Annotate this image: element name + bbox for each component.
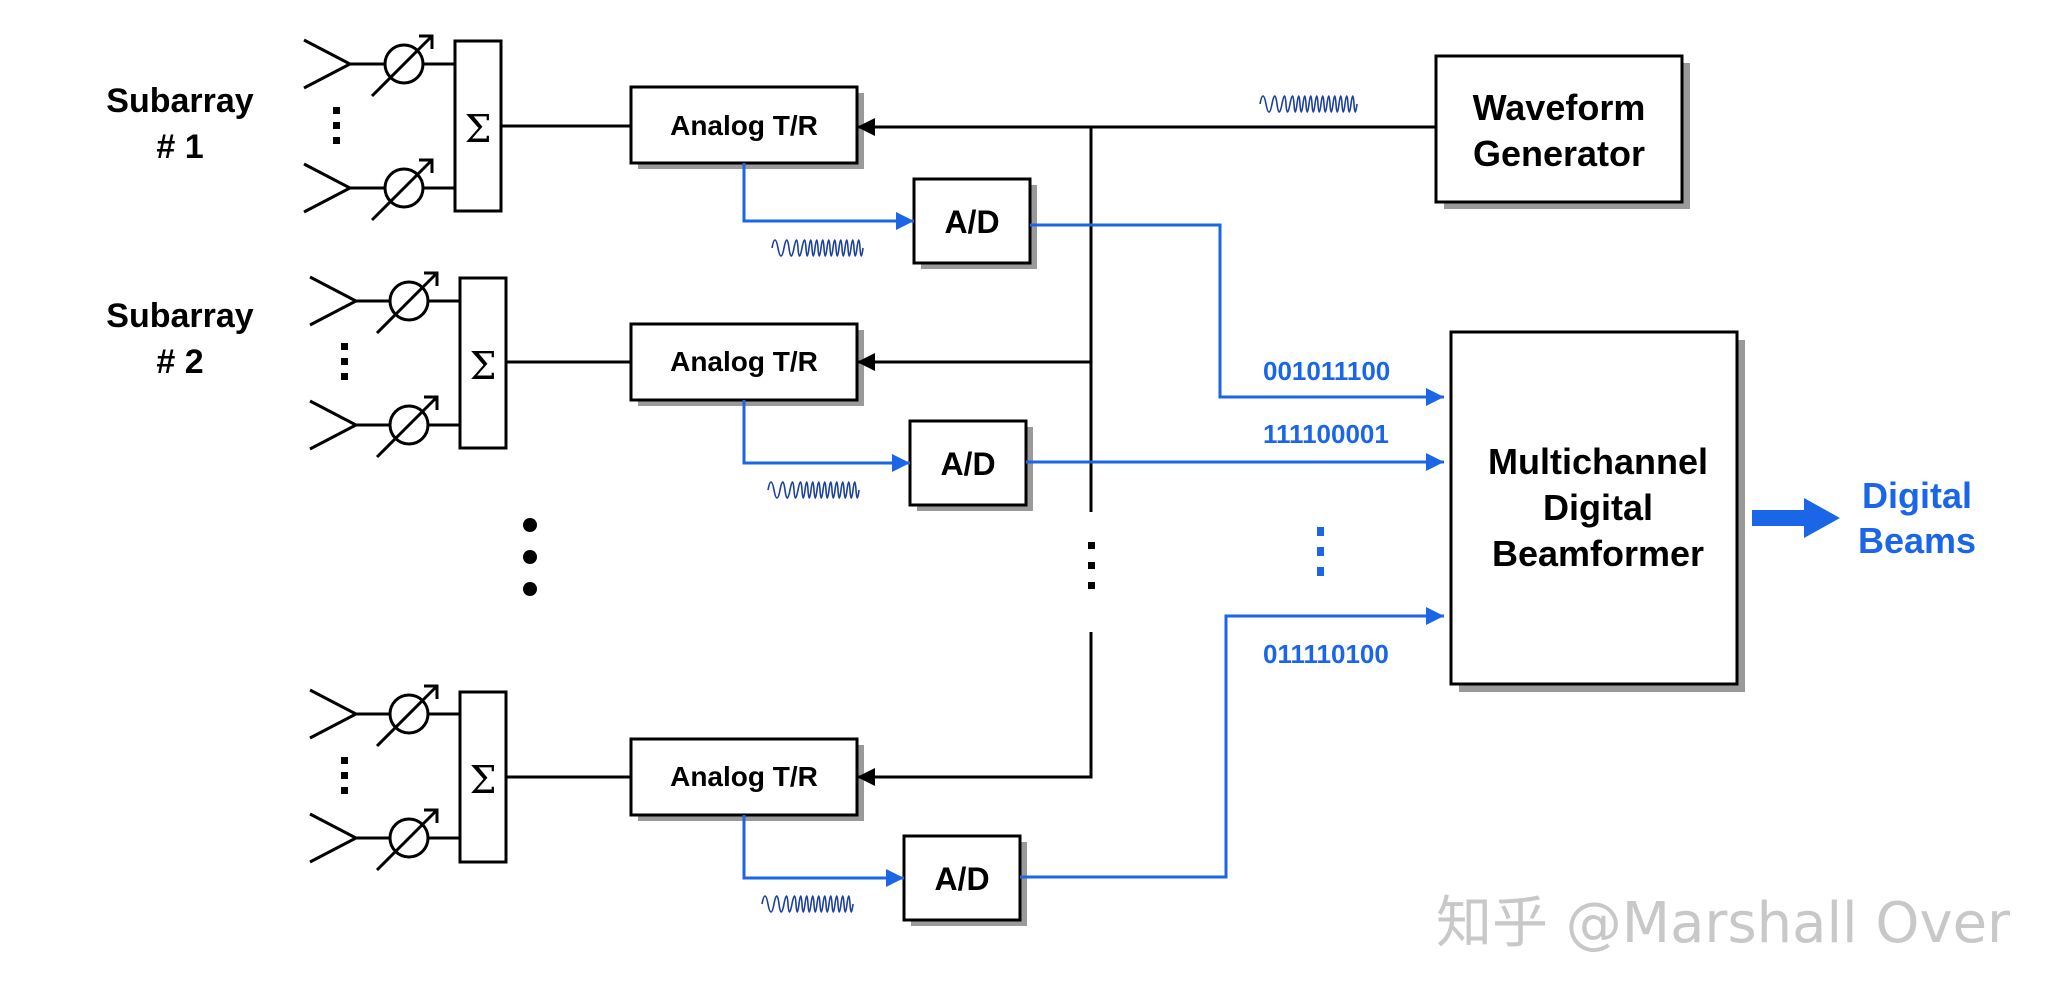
summer-box-n bbox=[458, 690, 508, 864]
output-arrow bbox=[1752, 498, 1840, 538]
ad-label: A/D bbox=[944, 204, 999, 240]
analog-tr-label: Analog T/R bbox=[670, 346, 818, 377]
antenna-icon bbox=[309, 275, 390, 327]
sum-symbol-2: Σ bbox=[470, 344, 497, 388]
bit-word-2: 111100001 bbox=[1263, 419, 1389, 449]
antenna-icon bbox=[309, 399, 390, 451]
phase-shifter-icon bbox=[375, 684, 439, 748]
waveform-generator-line2: Generator bbox=[1473, 133, 1645, 174]
digital-channel-ellipsis bbox=[1317, 527, 1324, 576]
ad-label: A/D bbox=[934, 861, 989, 897]
sum-to-tr-lines bbox=[501, 124, 631, 779]
beamformer-line1: Multichannel bbox=[1488, 441, 1708, 482]
subarray-2-label-line1: Subarray bbox=[106, 297, 253, 335]
antenna-icon bbox=[303, 162, 385, 214]
subarray-n-ellipsis bbox=[341, 757, 348, 794]
subarray-n-antennas bbox=[309, 684, 460, 872]
phase-shifter-icon bbox=[370, 34, 434, 98]
ad-converter-1: A/D bbox=[912, 177, 1037, 269]
digital-beams-line1: Digital bbox=[1862, 475, 1972, 516]
bus-ellipsis bbox=[1088, 542, 1095, 589]
summer-box-1 bbox=[453, 39, 503, 213]
beamformer-line3: Beamformer bbox=[1492, 533, 1704, 574]
digital-beams-line2: Beams bbox=[1858, 520, 1976, 561]
sum-symbol-n: Σ bbox=[470, 758, 497, 802]
summer-box-2 bbox=[458, 276, 508, 450]
analog-tr-label: Analog T/R bbox=[670, 761, 818, 792]
antenna-icon bbox=[303, 38, 385, 90]
subarray-1-antennas bbox=[303, 34, 455, 222]
analog-tr-1: Analog T/R bbox=[629, 85, 864, 169]
subarray-2-label-line2: # 2 bbox=[156, 343, 203, 381]
bit-word-1: 001011100 bbox=[1263, 356, 1390, 386]
analog-waveform-icon bbox=[1259, 95, 1358, 113]
ad-converter-2: A/D bbox=[908, 419, 1033, 511]
waveform-generator-box: Waveform Generator bbox=[1434, 54, 1690, 209]
subarray-1-ellipsis bbox=[333, 107, 340, 144]
analog-waveform-icon bbox=[771, 239, 864, 257]
ad-label: A/D bbox=[940, 446, 995, 482]
watermark-text: 知乎 @Marshall Over bbox=[1436, 891, 2011, 956]
digital-beamformer-box: Multichannel Digital Beamformer bbox=[1449, 330, 1745, 692]
waveform-generator-line1: Waveform bbox=[1473, 87, 1646, 128]
ad-to-beamformer-paths bbox=[1020, 223, 1444, 879]
analog-tr-label: Analog T/R bbox=[670, 110, 818, 141]
analog-tr-n: Analog T/R bbox=[629, 737, 864, 821]
subarray-1-label-line2: # 1 bbox=[156, 128, 203, 166]
phase-shifter-icon bbox=[375, 395, 439, 459]
subarray-2-antennas bbox=[309, 271, 460, 459]
analog-waveform-icon bbox=[761, 895, 854, 913]
phase-shifter-icon bbox=[375, 271, 439, 335]
phase-shifter-icon bbox=[370, 158, 434, 222]
bit-word-3: 011110100 bbox=[1263, 639, 1389, 669]
ad-converter-n: A/D bbox=[902, 834, 1027, 926]
phase-shifter-icon bbox=[375, 808, 439, 872]
antenna-icon bbox=[309, 812, 390, 864]
analog-tr-2: Analog T/R bbox=[629, 322, 864, 406]
subarray-1-label-line1: Subarray bbox=[106, 82, 253, 120]
sum-symbol-1: Σ bbox=[465, 107, 492, 151]
beamformer-line2: Digital bbox=[1543, 487, 1653, 528]
subarray-gap-ellipsis bbox=[523, 518, 537, 596]
subarray-2-ellipsis bbox=[341, 343, 348, 380]
analog-waveform-icon bbox=[767, 481, 860, 499]
tr-to-ad-paths bbox=[742, 163, 914, 887]
antenna-icon bbox=[309, 688, 390, 740]
waveform-distribution-bus bbox=[857, 118, 1436, 786]
